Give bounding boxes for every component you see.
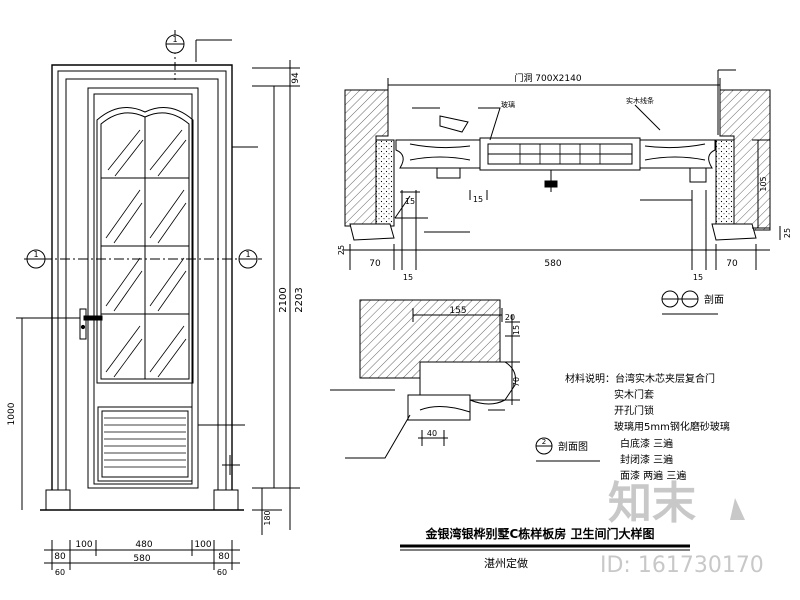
detail-dim-20: 20 [505, 313, 515, 322]
dim-total-height: 2203 [294, 287, 305, 312]
detail-callout-number: 2 [542, 438, 546, 446]
dim-width-480: 480 [135, 540, 152, 550]
dim-width-80-right: 80 [218, 552, 230, 562]
detail-dim-70: 70 [512, 377, 521, 387]
material-line-2: 开孔门锁 [614, 404, 654, 417]
material-line-3: 玻璃用5mm钢化磨砂玻璃 [614, 420, 730, 433]
dim-width-580: 580 [133, 554, 150, 564]
plan-dim-15-c: 15 [693, 273, 703, 282]
dim-width-100-right: 100 [194, 540, 211, 550]
detail-dim-155: 155 [449, 306, 466, 316]
drawing-subtitle: 湛州定做 [484, 556, 528, 570]
plan-dim-580: 580 [544, 259, 561, 269]
plan-dim-15-a: 15 [403, 273, 413, 282]
plan-callout-label: 剖面 [704, 293, 724, 306]
section-marker-right [238, 249, 258, 269]
plan-dim-70-right: 70 [726, 259, 738, 269]
material-line-1: 实木门套 [614, 388, 654, 401]
section-marker-right-label: 1 [245, 250, 250, 259]
plan-note-frame: 实木线条 [626, 96, 654, 105]
plan-dim-105: 105 [759, 176, 768, 191]
plan-callout-icon [661, 290, 718, 315]
plan-dim-25-left: 25 [337, 245, 346, 255]
material-line-6: 面漆 两遍 三遍 [620, 469, 686, 482]
dim-width-80-left: 80 [54, 552, 66, 562]
detail-dim-15: 15 [512, 325, 521, 335]
detail-callout-icon [535, 437, 600, 462]
section-marker-left-label: 1 [33, 250, 38, 259]
plan-top-label: 门洞 700X2140 [514, 72, 581, 84]
door-handle-icon [79, 308, 103, 340]
drawing-title: 金银湾银桦别墅C栋样板房 卫生间门大样图 [425, 526, 655, 541]
detail-dim-40: 40 [427, 429, 437, 438]
dim-width-100-left: 100 [75, 540, 92, 550]
plan-dim-15-b: 15 [473, 195, 483, 204]
section-marker-top [165, 34, 185, 54]
dim-bottom-gap: 180 [263, 510, 272, 525]
plan-note-glass: 玻璃 [501, 100, 515, 109]
detail-section [330, 299, 520, 459]
plan-section [342, 69, 781, 270]
dim-handle-height: 1000 [7, 402, 17, 425]
material-line-0: 材料说明：台湾实木芯夹层复合门 [565, 372, 715, 385]
plan-dim-70-left: 70 [369, 259, 381, 269]
watermark-logo: 知末 [608, 478, 696, 529]
plan-dim-15-d: 15 [405, 197, 415, 206]
section-marker-top-label: 1 [172, 35, 177, 44]
watermark-mark-icon [730, 498, 745, 520]
section-marker-left [26, 249, 46, 269]
material-line-5: 封闭漆 三遍 [620, 453, 673, 466]
detail-callout-label: 剖面图 [558, 440, 588, 453]
dim-width-lower-left: 60 [55, 568, 65, 577]
dim-top-gap: 94 [291, 72, 301, 84]
watermark-id: ID: 161730170 [600, 553, 764, 578]
door-elevation [16, 30, 300, 570]
plan-dim-25-right: 25 [783, 228, 792, 238]
dim-width-lower-right: 60 [217, 568, 227, 577]
material-line-4: 白底漆 三遍 [620, 437, 673, 450]
dim-leaf-height: 2100 [278, 287, 289, 312]
material-notes: 材料说明：台湾实木芯夹层复合门 实木门套 开孔门锁 玻璃用5mm钢化磨砂玻璃 白… [565, 372, 730, 482]
